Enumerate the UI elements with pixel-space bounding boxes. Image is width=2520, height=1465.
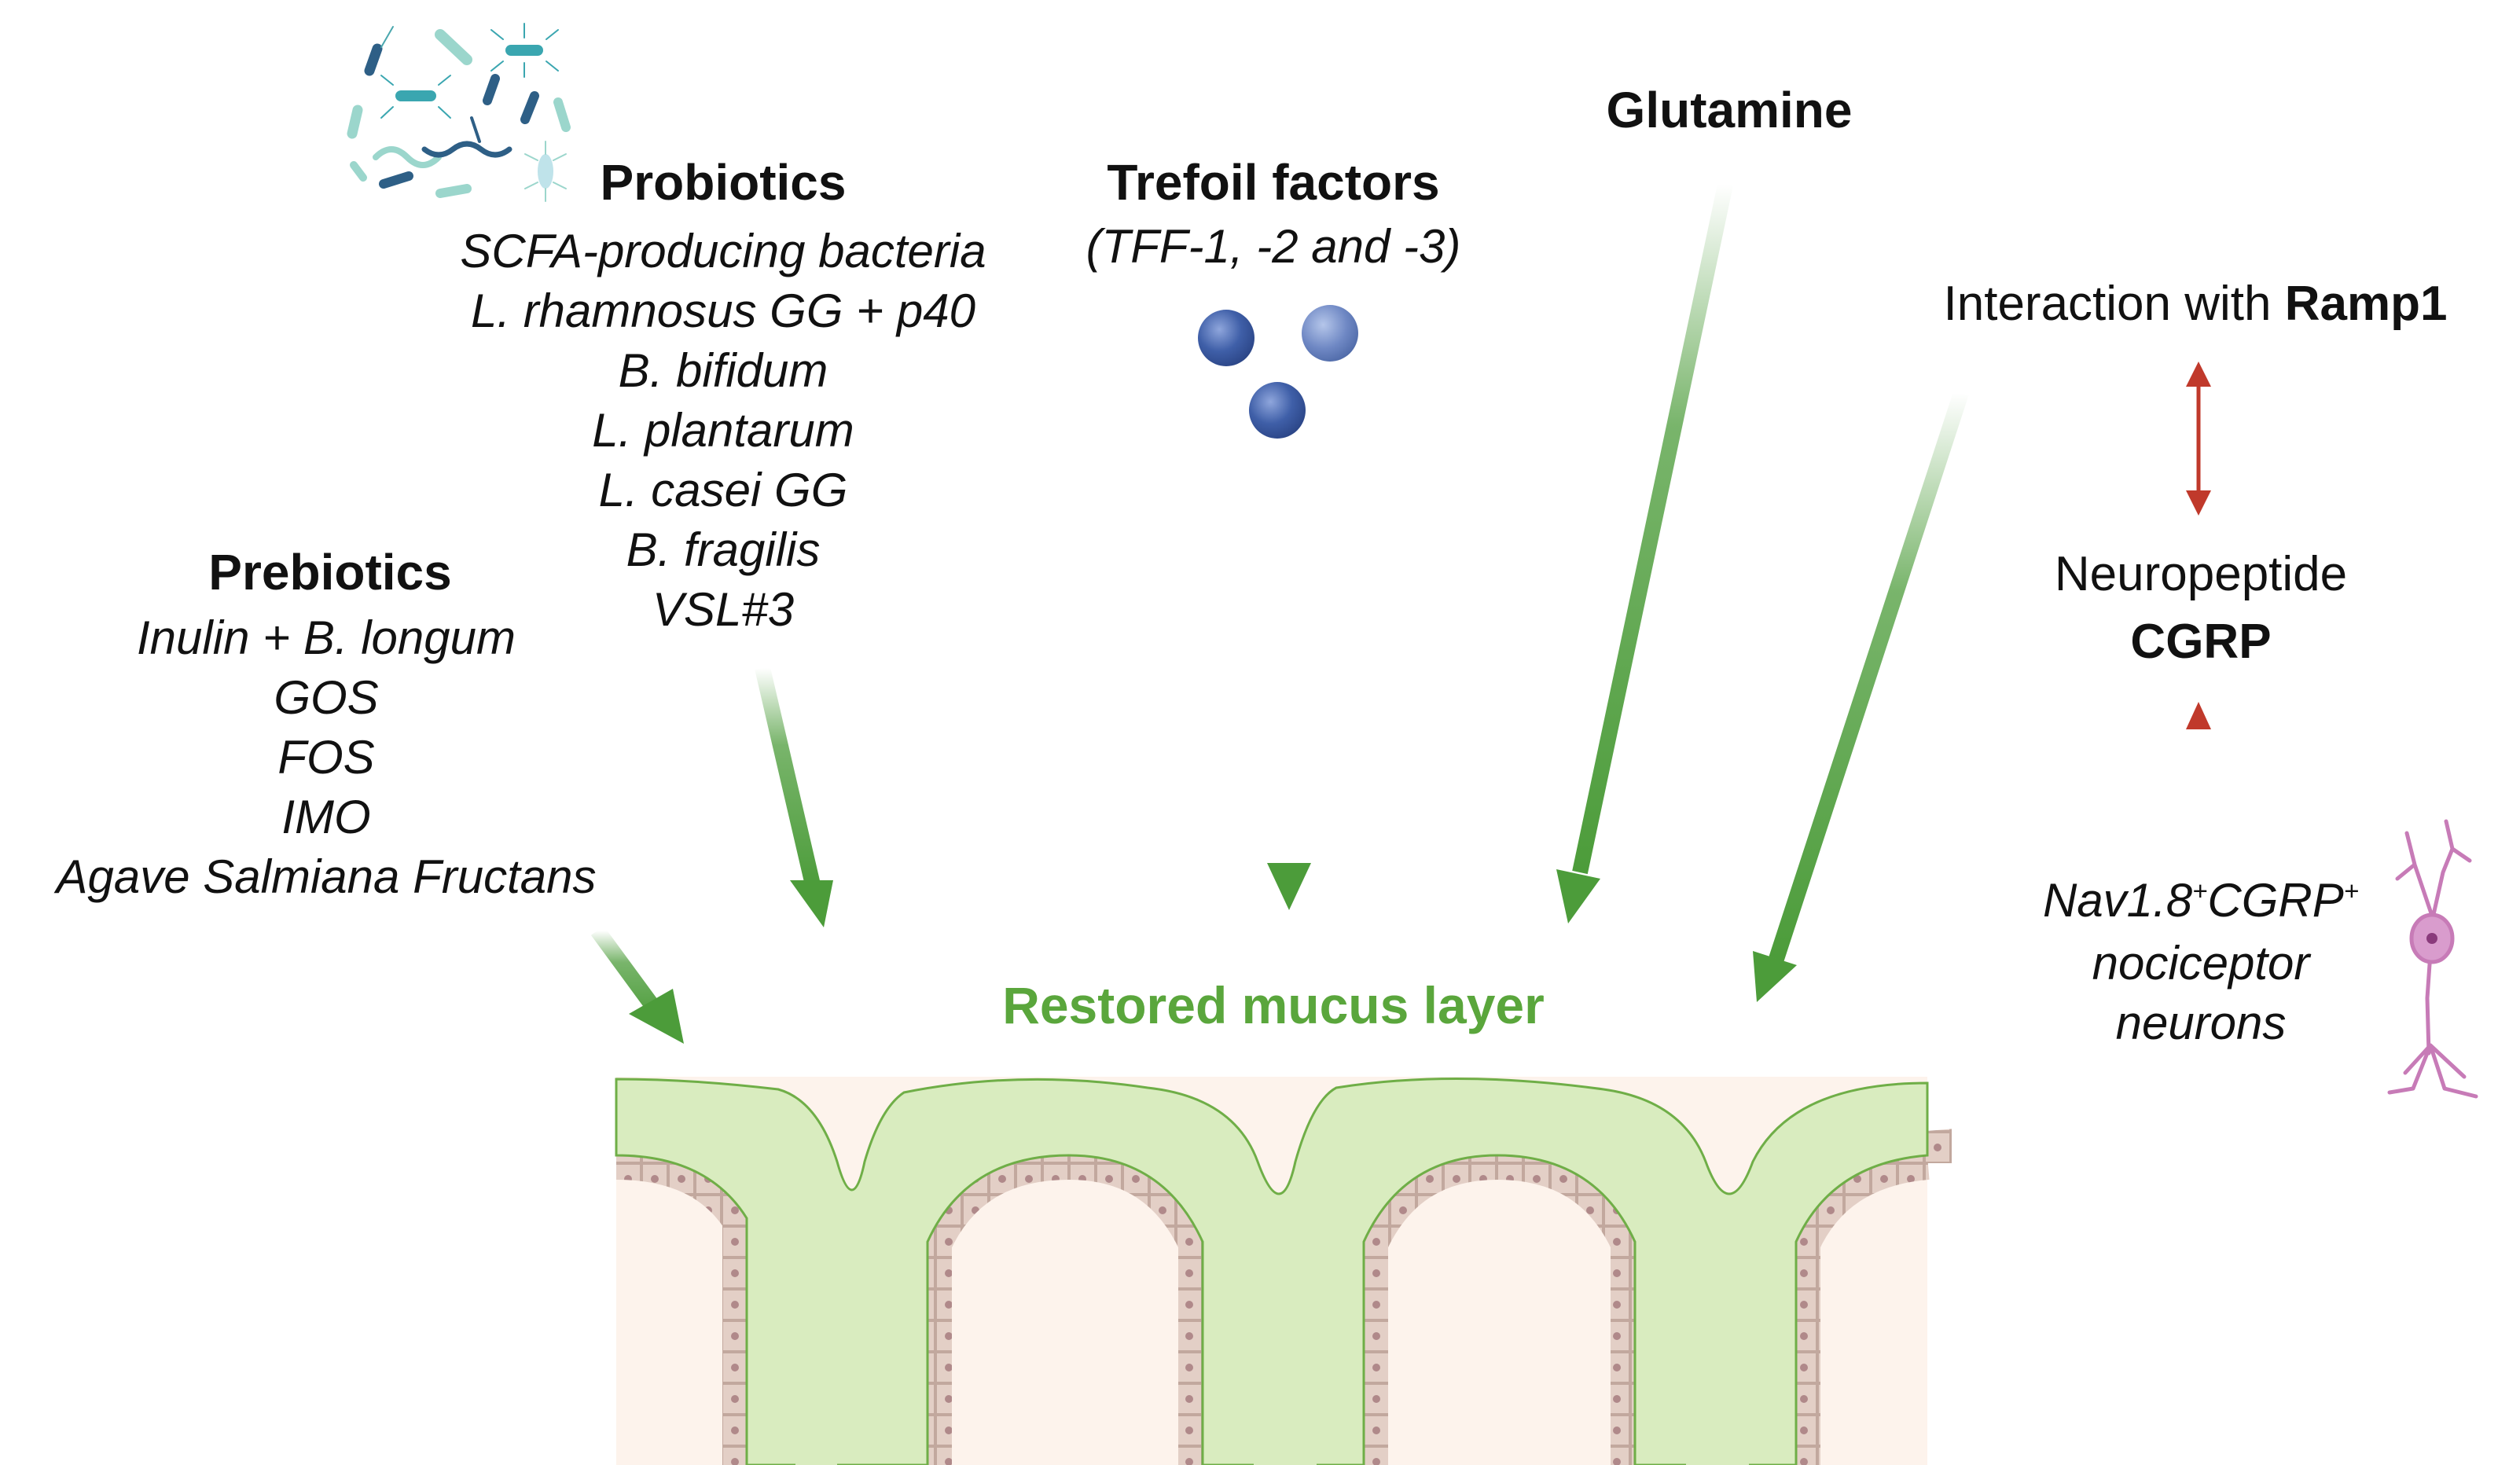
green-arrows: [590, 182, 1969, 1044]
prebiotics-item: Agave Salmiana Fructans: [56, 850, 597, 903]
arrow-cgrp: [1769, 390, 1969, 962]
probiotics-list: SCFA-producing bacteria L. rhamnosus GG +…: [393, 222, 1053, 640]
arrowhead-cgrp: [1753, 951, 1797, 1002]
prebiotics-item: GOS: [274, 671, 379, 724]
arrowhead-ramp1-down: [2186, 490, 2211, 516]
nav-sup: +: [2192, 876, 2208, 905]
nociceptor-neuron-icon: [2387, 819, 2478, 1099]
arrowhead-ramp1-up: [2186, 362, 2211, 387]
arrowhead-probiotics: [790, 880, 833, 927]
mucus-layer-label: Restored mucus layer: [1002, 976, 1545, 1034]
arrow-glutamine: [1572, 182, 1733, 875]
ramp1-label: Interaction with Ramp1: [1871, 280, 2520, 329]
probiotics-title: Probiotics: [600, 154, 847, 211]
cgrp-line1: Neuropeptide: [2054, 547, 2348, 601]
arrowhead-neurons-cgrp: [2186, 702, 2211, 729]
arrowhead-glutamine: [1556, 869, 1600, 923]
trefoil-sphere-icon: [1198, 305, 1358, 439]
ramp1-name: Ramp1: [2284, 277, 2448, 331]
probiotics-item: L. plantarum: [592, 404, 854, 457]
neurons-line2: nociceptor: [2092, 937, 2310, 990]
probiotics-item: SCFA-producing bacteria: [460, 225, 986, 277]
probiotics-item: VSL#3: [652, 583, 795, 636]
glutamine-label: Glutamine: [1606, 82, 1853, 138]
trefoil-title: Trefoil factors: [1107, 154, 1440, 211]
intestinal-tissue: [615, 1077, 1952, 1465]
ramp1-prefix: Interaction with: [1943, 277, 2285, 331]
trefoil-subtitle: (TFF-1, -2 and -3): [1086, 220, 1461, 273]
nav-label: Nav1.8: [2042, 874, 2193, 927]
prebiotics-title: Prebiotics: [208, 544, 452, 600]
probiotics-item: B. fragilis: [626, 523, 821, 576]
probiotics-item: L. rhamnosus GG + p40: [470, 285, 975, 337]
arrow-probiotics: [755, 666, 821, 890]
prebiotics-item: Inulin + B. longum: [137, 611, 516, 664]
red-arrows: [2186, 362, 2211, 853]
cgrp-line2: CGRP: [2130, 615, 2272, 669]
probiotics-item: L. casei GG: [598, 464, 848, 516]
arrowhead-trefoil: [1267, 863, 1311, 910]
prebiotics-item: FOS: [277, 731, 375, 784]
cgrp-neuron-label: CGRP: [2207, 874, 2344, 927]
bacteria-cluster-icon: [347, 23, 571, 202]
prebiotics-item: IMO: [281, 791, 371, 843]
arrowhead-prebiotics: [629, 989, 684, 1044]
probiotics-item: B. bifidum: [618, 344, 828, 397]
neurons-line1: Nav1.8+CGRP+: [1997, 877, 2405, 924]
cgrp-sup: +: [2343, 876, 2360, 905]
neurons-line3: neurons: [2115, 997, 2287, 1049]
